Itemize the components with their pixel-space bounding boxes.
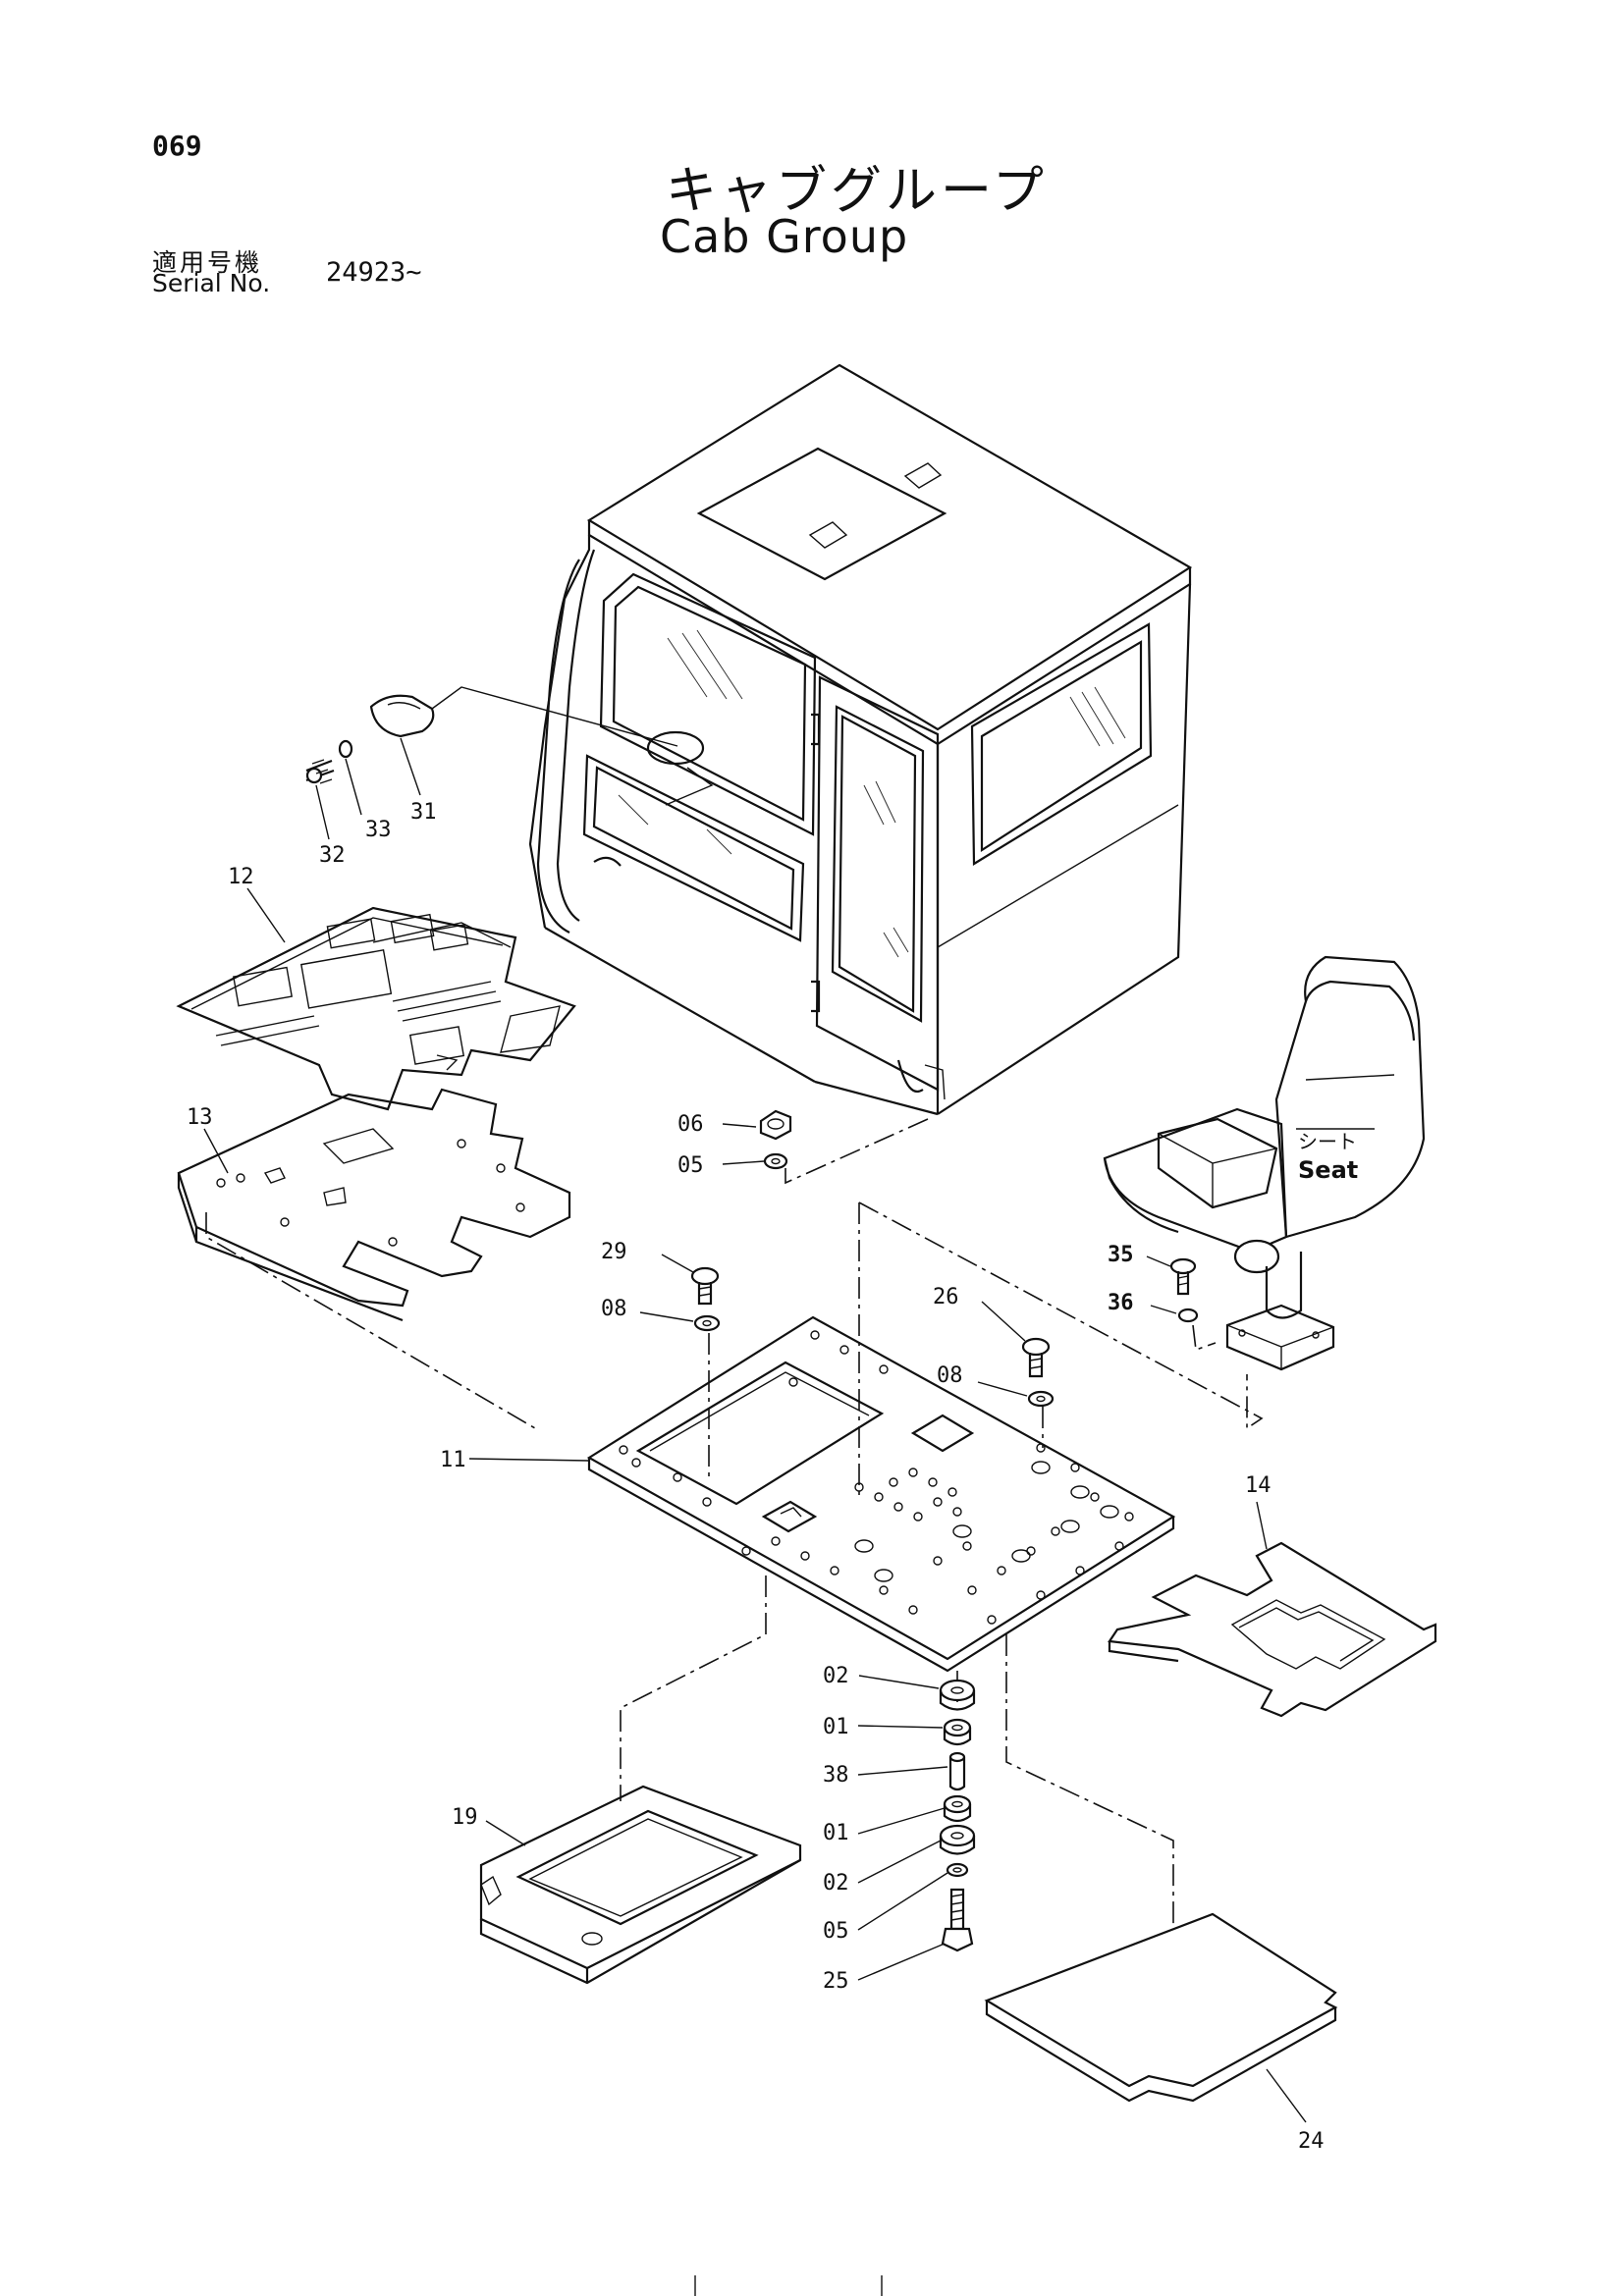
title-english: Cab Group: [660, 210, 909, 263]
label-part-24: 24: [1298, 2129, 1325, 2154]
label-part-05-lower: 05: [823, 1919, 849, 1944]
label-part-35: 35: [1108, 1243, 1134, 1267]
washer-08-left: [693, 1314, 721, 1332]
label-part-08-right: 08: [937, 1363, 963, 1388]
leader-seat-bolt: [1192, 1324, 1217, 1352]
nut-06: [759, 1109, 792, 1141]
title-japanese: キャブグループ: [666, 162, 1048, 221]
floor-plate: [177, 1088, 571, 1429]
label-part-01-upper: 01: [823, 1715, 849, 1739]
label-part-25: 25: [823, 1969, 849, 1994]
bolt-29: [690, 1266, 720, 1306]
label-part-11: 11: [440, 1448, 466, 1472]
leader-lines: [203, 737, 1307, 2123]
seat-label-english: Seat: [1298, 1156, 1358, 1184]
floor-mat: [176, 906, 576, 1111]
bolt-35: [1169, 1257, 1197, 1296]
washer-33: [338, 739, 353, 759]
label-part-05-upper: 05: [677, 1153, 704, 1178]
dome-lamp: [369, 686, 678, 747]
leader-to-cover-19: [620, 1575, 767, 1801]
label-part-33: 33: [365, 818, 392, 842]
bolt-26: [1021, 1337, 1051, 1378]
cover-plate: [479, 1785, 802, 1985]
label-part-13: 13: [187, 1105, 213, 1130]
page-number: 069: [152, 130, 202, 162]
washer-05-upper: [763, 1152, 788, 1170]
washer-36: [1177, 1308, 1199, 1323]
label-part-02-lower: 02: [823, 1871, 849, 1896]
rubber-mount-stack: [939, 1679, 976, 1952]
label-part-38: 38: [823, 1763, 849, 1788]
serial-value: 24923~: [326, 257, 422, 288]
label-part-19: 19: [452, 1805, 478, 1830]
label-part-29: 29: [601, 1240, 627, 1264]
leader-seat-to-floor: [858, 1201, 1264, 1430]
seat-label-japanese: シート: [1298, 1130, 1357, 1153]
part-labels: 31 33 32 12 13 06 05 29 08 26 08 35 36 1…: [187, 800, 1325, 2154]
floor-mat-lower: [984, 1912, 1338, 2103]
seat: シート Seat: [1103, 955, 1426, 1371]
main-floor: [586, 1315, 1176, 1673]
label-part-12: 12: [228, 865, 254, 889]
label-part-02-upper: 02: [823, 1664, 849, 1688]
floor-mat-right: [1108, 1541, 1437, 1718]
scan-marks: [694, 2275, 883, 2296]
label-part-01-lower: 01: [823, 1821, 849, 1845]
label-part-06: 06: [677, 1112, 704, 1137]
label-part-08-left: 08: [601, 1297, 627, 1321]
label-part-14: 14: [1245, 1473, 1271, 1498]
leader-nut-to-cab: [784, 1118, 929, 1185]
serial-label-japanese: 適用号機: [152, 248, 263, 277]
serial-label-english: Serial No.: [152, 269, 271, 297]
cab-body: [528, 363, 1193, 1116]
label-part-32: 32: [319, 843, 346, 868]
washer-08-right: [1027, 1390, 1055, 1408]
leader-to-mat-24: [1005, 1634, 1174, 1929]
screw: [305, 759, 335, 784]
label-part-31: 31: [410, 800, 437, 825]
label-part-26: 26: [933, 1285, 959, 1309]
label-part-36: 36: [1108, 1291, 1134, 1315]
